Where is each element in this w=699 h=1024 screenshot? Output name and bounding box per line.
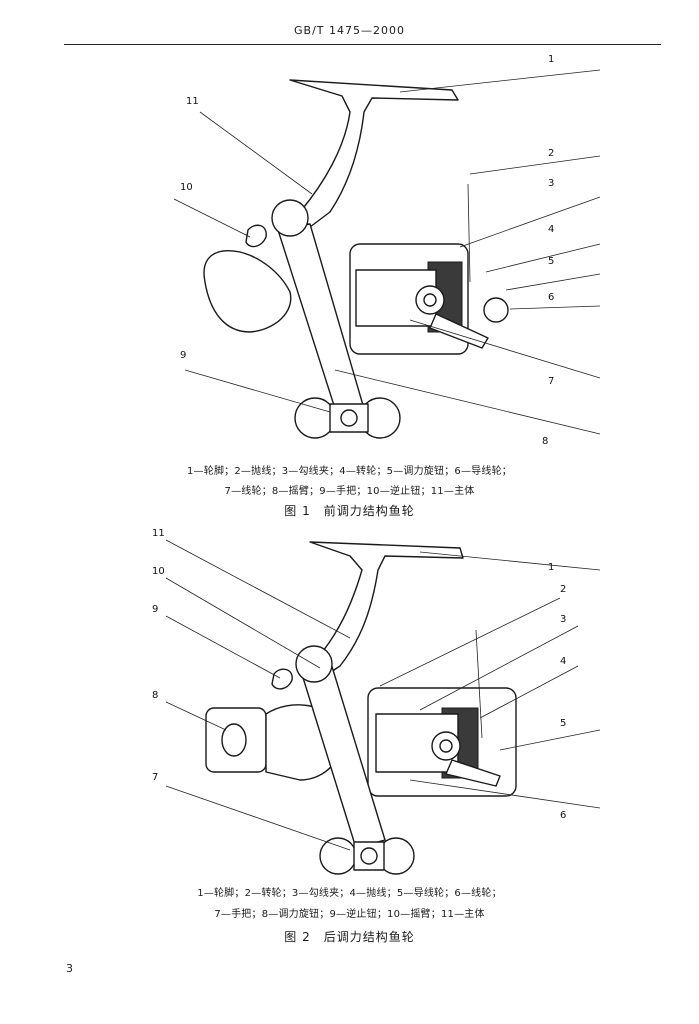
figure-2-reel (205, 541, 517, 875)
figure-1-reel (203, 79, 509, 439)
fig1-callout-4: 4 (548, 224, 554, 235)
fig2-callout-9: 9 (152, 604, 158, 615)
header-rule (64, 44, 661, 45)
figure-1-legend-line-2: 7—线轮；8—摇臂；9—手把；10—逆止钮；11—主体 (224, 486, 475, 497)
fig2-callout-8: 8 (152, 690, 158, 701)
fig2-callout-2: 2 (560, 584, 566, 595)
fig1-callout-10: 10 (180, 182, 193, 193)
figure-1-legend-line-1: 1—轮脚；2—抛线；3—勾线夹；4—转轮；5—调力旋钮；6—导线轮； (187, 466, 512, 477)
figure-2-legend-line-2: 7—手把；8—调力旋钮；9—逆止钮；10—摇臂；11—主体 (214, 909, 485, 920)
figure-1-drawing: 1 2 3 4 5 6 7 8 9 10 11 (173, 54, 601, 447)
fig1-callout-5: 5 (548, 256, 554, 267)
fig2-callout-11: 11 (152, 528, 165, 539)
fig1-callout-2: 2 (548, 148, 554, 159)
figure-2-drawing: 1 2 3 4 5 6 7 8 9 10 11 (152, 528, 601, 875)
fig2-callout-7: 7 (152, 772, 158, 783)
fig2-callout-5: 5 (560, 718, 566, 729)
fig1-callout-1: 1 (548, 54, 554, 65)
fig1-callout-9: 9 (180, 350, 186, 361)
fig2-callout-1: 1 (548, 562, 554, 573)
fig2-callout-3: 3 (560, 614, 566, 625)
fig1-callout-11: 11 (186, 96, 199, 107)
figure-2-caption: 图 2 后调力结构鱼轮 (284, 930, 415, 944)
figure-2-legend-line-1: 1—轮脚；2—转轮；3—勾线夹；4—抛线；5—导线轮；6—线轮； (197, 888, 502, 899)
fig1-callout-6: 6 (548, 292, 554, 303)
fig1-callout-3: 3 (548, 178, 554, 189)
fig2-callout-10: 10 (152, 566, 165, 577)
figure-1-caption: 图 1 前调力结构鱼轮 (284, 504, 415, 518)
standard-code-header: GB/T 1475—2000 (294, 24, 405, 37)
fig1-callout-8: 8 (542, 436, 548, 447)
fig1-callout-7: 7 (548, 376, 554, 387)
page-number: 3 (66, 962, 73, 975)
fig2-callout-4: 4 (560, 656, 566, 667)
fig2-callout-6: 6 (560, 810, 566, 821)
